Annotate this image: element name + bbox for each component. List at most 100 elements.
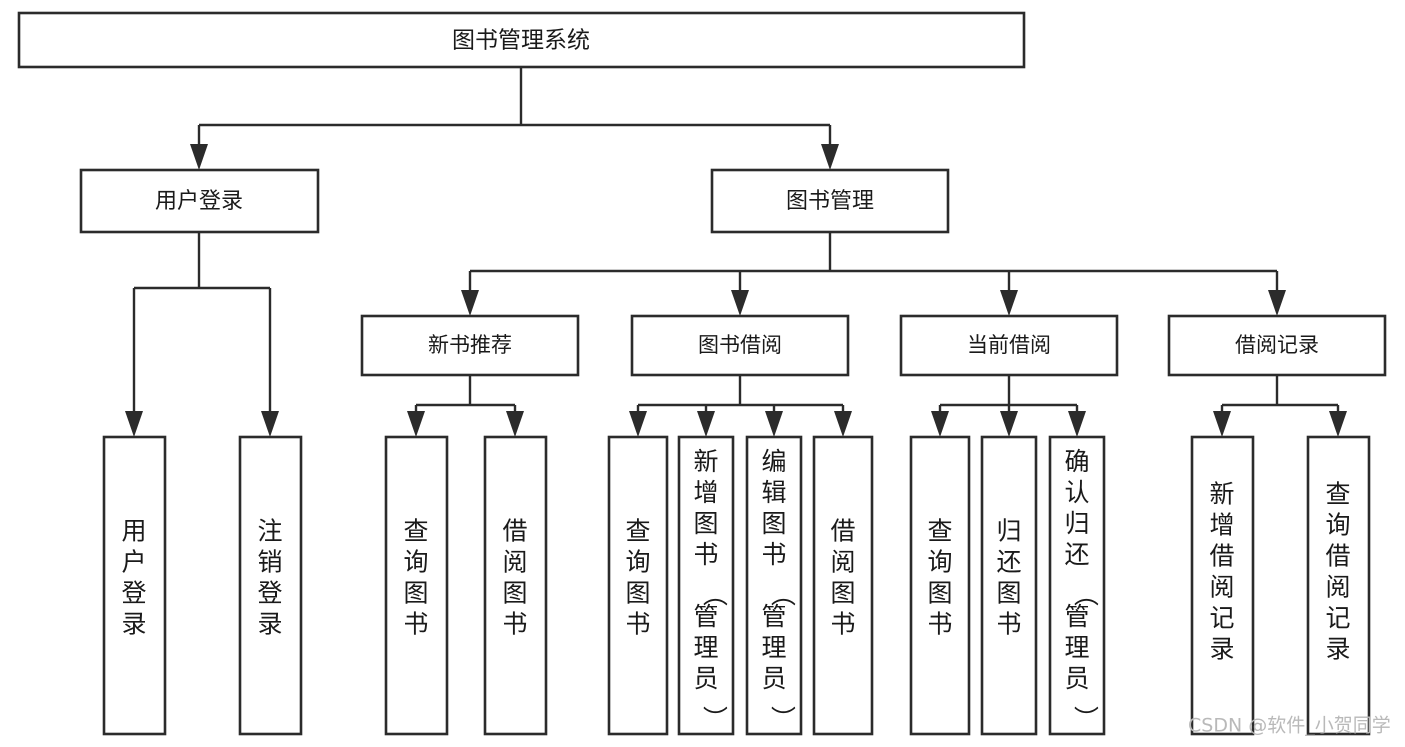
vertical-char: 查	[927, 517, 952, 546]
vertical-char: ）	[768, 705, 797, 730]
leaf-borrow-record-2-box[interactable]	[1306, 435, 1371, 736]
vertical-char: 图	[996, 579, 1021, 608]
vertical-char: 管	[693, 602, 718, 631]
arrow-record-leaf-2	[1329, 411, 1347, 437]
arrow-bookmgmt-child-2	[731, 290, 749, 316]
node-root-box[interactable]	[17, 11, 1026, 69]
vertical-char: 阅	[1325, 573, 1350, 602]
vertical-char: 书	[502, 610, 527, 639]
leaf-borrow-record-1-box[interactable]	[1190, 435, 1255, 736]
arrow-userlogin-leaf-2	[261, 411, 279, 437]
vertical-char: 询	[1325, 511, 1350, 540]
vertical-char: 录	[1209, 635, 1234, 664]
node-book-borrow-box[interactable]	[630, 314, 850, 377]
arrow-current-leaf-2	[1000, 411, 1018, 437]
arrow-borrow-leaf-1	[629, 411, 647, 437]
vertical-char: 记	[1325, 604, 1350, 633]
vertical-char: 还	[996, 548, 1021, 577]
vertical-char: 图	[830, 579, 855, 608]
vertical-char: 阅	[830, 548, 855, 577]
node-new-book-recommend-box[interactable]	[360, 314, 580, 377]
vertical-char: 借	[830, 517, 855, 546]
node-current-borrow[interactable]: 当前借阅	[899, 314, 1119, 377]
vertical-char: 借	[502, 517, 527, 546]
node-book-management-label: 图书管理	[786, 189, 874, 214]
leaf-new-book-2-box[interactable]	[483, 435, 548, 736]
leaf-user-login-1[interactable]: 用户登录	[102, 435, 167, 736]
vertical-char: 书	[625, 610, 650, 639]
vertical-char: 书	[403, 610, 428, 639]
arrow-borrow-leaf-3	[765, 411, 783, 437]
node-borrow-record-box[interactable]	[1167, 314, 1387, 377]
leaf-current-borrow-1-box[interactable]	[909, 435, 971, 736]
leaf-current-borrow-3-box[interactable]	[1048, 435, 1106, 736]
leaf-current-borrow-2-box[interactable]	[980, 435, 1038, 736]
vertical-char: 查	[625, 517, 650, 546]
node-book-borrow[interactable]: 图书借阅	[630, 314, 850, 377]
vertical-char: （	[768, 581, 797, 606]
vertical-char: 管	[1064, 602, 1089, 631]
vertical-char: 询	[403, 548, 428, 577]
vertical-char: 户	[121, 548, 146, 577]
vertical-char: 登	[257, 579, 282, 608]
vertical-char: 图	[502, 579, 527, 608]
vertical-char: 登	[121, 579, 146, 608]
vertical-char: 员	[1064, 664, 1089, 693]
node-book-management-box[interactable]	[710, 168, 950, 234]
vertical-char: 图	[761, 509, 786, 538]
vertical-char: 确	[1064, 447, 1089, 476]
arrow-current-leaf-3	[1068, 411, 1086, 437]
arrow-current-leaf-1	[931, 411, 949, 437]
vertical-char: 查	[1325, 480, 1350, 509]
leaf-book-borrow-3-box[interactable]	[745, 435, 803, 736]
node-new-book-recommend-label: 新书推荐	[428, 333, 512, 357]
vertical-char: 阅	[502, 548, 527, 577]
leaf-book-borrow-1-box[interactable]	[607, 435, 669, 736]
leaf-book-borrow-4-box[interactable]	[812, 435, 874, 736]
leaf-book-borrow-2-box[interactable]	[677, 435, 735, 736]
vertical-char: 书	[996, 610, 1021, 639]
vertical-char: 新	[1209, 480, 1234, 509]
node-user-login-label: 用户登录	[155, 189, 243, 214]
vertical-char: 录	[1325, 635, 1350, 664]
node-user-login-box[interactable]	[79, 168, 320, 234]
node-borrow-record[interactable]: 借阅记录	[1167, 314, 1387, 377]
vertical-char: 借	[1325, 542, 1350, 571]
vertical-char: 辑	[761, 478, 786, 507]
arrow-borrow-leaf-4	[834, 411, 852, 437]
leaf-user-login-1-box[interactable]	[102, 435, 167, 736]
node-user-login[interactable]: 用户登录	[79, 168, 320, 234]
node-book-management[interactable]: 图书管理	[710, 168, 950, 234]
vertical-char: 书	[927, 610, 952, 639]
vertical-char: 理	[693, 633, 718, 662]
node-current-borrow-box[interactable]	[899, 314, 1119, 377]
leaf-user-login-2-box[interactable]	[238, 435, 303, 736]
node-new-book-recommend[interactable]: 新书推荐	[360, 314, 580, 377]
arrow-root-to-book-mgmt	[821, 144, 839, 170]
node-root-label: 图书管理系统	[452, 28, 590, 54]
leaf-new-book-1-box[interactable]	[384, 435, 449, 736]
node-root[interactable]: 图书管理系统	[17, 11, 1026, 69]
vertical-char: 新	[693, 447, 718, 476]
vertical-char: 理	[761, 633, 786, 662]
node-borrow-record-label: 借阅记录	[1235, 333, 1319, 357]
vertical-char: 员	[693, 664, 718, 693]
